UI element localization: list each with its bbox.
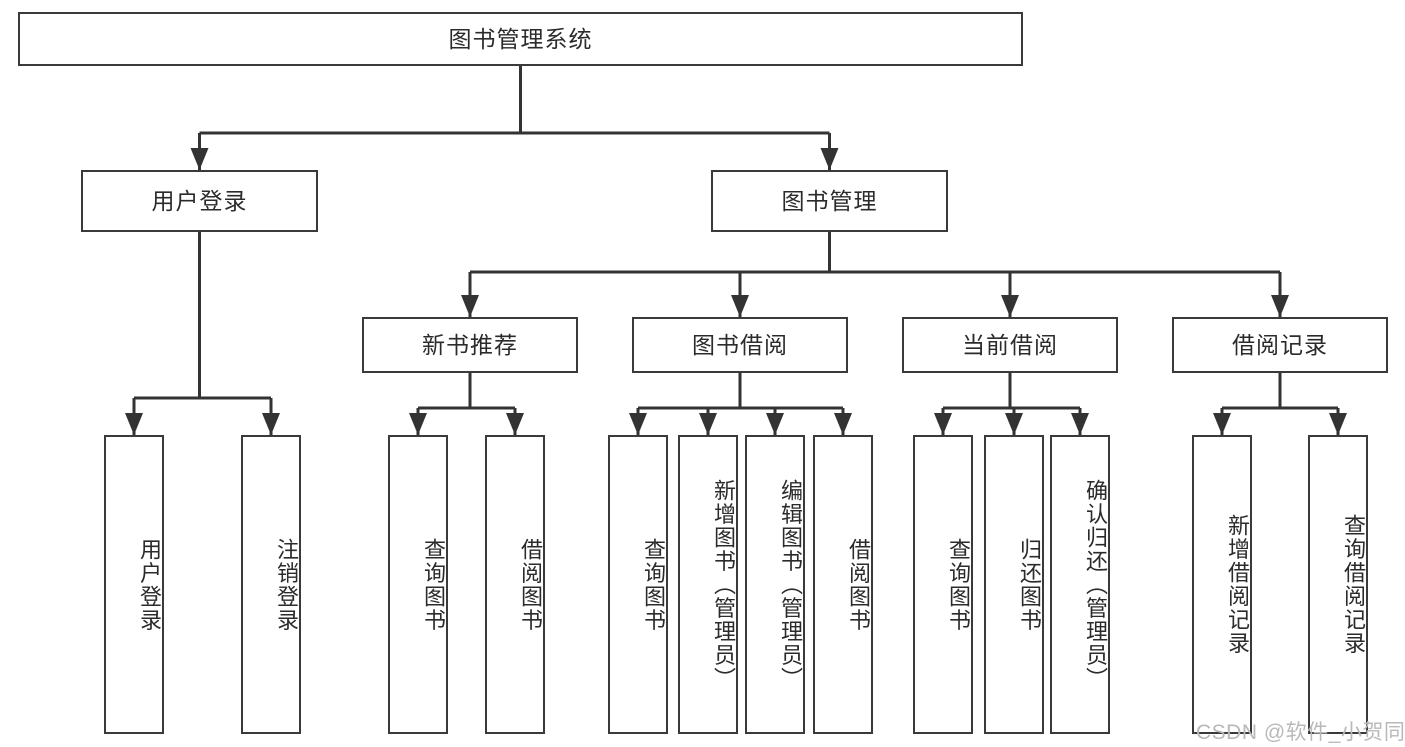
node-label: 借阅图书 [518, 537, 543, 632]
node-label: 确认归还（管理员） [1083, 478, 1108, 691]
node-label: 图书管理 [781, 187, 878, 214]
node-label: 新增借阅记录 [1225, 514, 1250, 655]
node-newrec[interactable]: 新书推荐 [362, 317, 578, 373]
node-label: 用户登录 [151, 187, 248, 214]
node-records[interactable]: 借阅记录 [1172, 317, 1388, 373]
node-leaf-login-2[interactable]: 注销登录 [241, 435, 301, 734]
node-label: 编辑图书（管理员） [778, 478, 803, 691]
node-label: 图书管理系统 [448, 25, 593, 52]
node-label: 查询图书 [946, 537, 971, 632]
node-label: 当前借阅 [962, 331, 1058, 358]
node-label: 新书推荐 [422, 331, 518, 358]
node-leaf-newrec-1[interactable]: 查询图书 [388, 435, 448, 734]
node-leaf-records-2[interactable]: 查询借阅记录 [1308, 435, 1368, 734]
node-label: 查询借阅记录 [1341, 514, 1366, 655]
node-leaf-newrec-2[interactable]: 借阅图书 [485, 435, 545, 734]
node-label: 图书借阅 [692, 331, 788, 358]
watermark-text: CSDN @软件_小贺同学 [1196, 721, 1405, 744]
node-borrow[interactable]: 图书借阅 [632, 317, 848, 373]
node-label: 查询图书 [641, 537, 666, 632]
node-login[interactable]: 用户登录 [81, 170, 318, 232]
node-leaf-borrow-1[interactable]: 查询图书 [608, 435, 668, 734]
node-label: 用户登录 [137, 537, 162, 632]
node-label: 借阅记录 [1232, 331, 1328, 358]
node-label: 查询图书 [421, 537, 446, 632]
node-leaf-login-1[interactable]: 用户登录 [104, 435, 164, 734]
node-label: 归还图书 [1017, 537, 1042, 632]
node-leaf-borrow-2[interactable]: 新增图书（管理员） [678, 435, 738, 734]
node-bookmgmt[interactable]: 图书管理 [711, 170, 948, 232]
node-leaf-current-2[interactable]: 归还图书 [984, 435, 1044, 734]
node-current[interactable]: 当前借阅 [902, 317, 1118, 373]
node-label: 注销登录 [274, 537, 299, 632]
node-root[interactable]: 图书管理系统 [18, 12, 1023, 66]
node-leaf-records-1[interactable]: 新增借阅记录 [1192, 435, 1252, 734]
node-leaf-current-3[interactable]: 确认归还（管理员） [1050, 435, 1110, 734]
node-label: 新增图书（管理员） [711, 478, 736, 691]
node-leaf-current-1[interactable]: 查询图书 [913, 435, 973, 734]
node-leaf-borrow-4[interactable]: 借阅图书 [813, 435, 873, 734]
node-label: 借阅图书 [846, 537, 871, 632]
node-leaf-borrow-3[interactable]: 编辑图书（管理员） [745, 435, 805, 734]
